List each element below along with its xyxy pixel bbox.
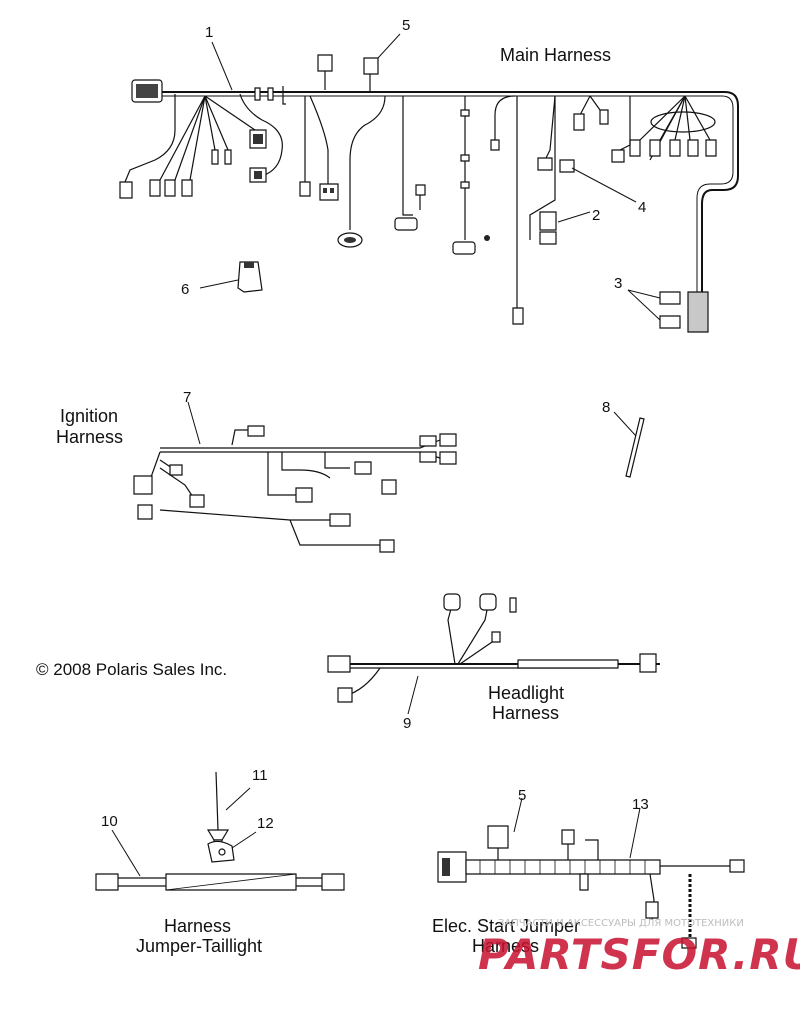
part-item-8 xyxy=(626,418,644,477)
callout-2: 2 xyxy=(592,207,601,224)
leader-12 xyxy=(232,832,256,848)
leader-13 xyxy=(630,808,640,858)
callout-5-elec: 5 xyxy=(518,787,527,804)
elec-start-title-line1: Elec. Start Jumper xyxy=(432,916,581,936)
watermark-tagline: ЗАПЧАСТИ И АКСЕССУАРЫ ДЛЯ МОТОТЕХНИКИ xyxy=(498,918,744,929)
leader-9 xyxy=(408,676,418,714)
copyright-notice: © 2008 Polaris Sales Inc. xyxy=(36,660,228,679)
connector-1a xyxy=(120,182,132,198)
headlight-harness-title-line1: Headlight xyxy=(488,683,565,703)
relay-item-5 xyxy=(318,55,332,71)
main-harness-group xyxy=(120,34,738,332)
main-harness-trunk-inner xyxy=(160,96,733,330)
leader-5b xyxy=(514,798,522,832)
callout-11: 11 xyxy=(252,767,268,784)
headlight-main-connector xyxy=(640,654,656,672)
relay-item-5b xyxy=(488,826,508,848)
part-item-6 xyxy=(238,262,262,292)
callout-6: 6 xyxy=(181,281,190,298)
ignition-harness-group xyxy=(134,402,456,552)
elec-start-title-line2: Harness xyxy=(472,936,540,956)
part-item-11 xyxy=(208,830,228,840)
taillight-jumper-group xyxy=(96,772,344,890)
leader-4 xyxy=(572,168,636,202)
elec-start-convoluted-tube xyxy=(466,860,660,874)
leader-3b xyxy=(628,290,660,320)
ignition-harness-title-line1: Ignition xyxy=(60,406,119,426)
headlight-plug xyxy=(453,242,475,254)
callout-4: 4 xyxy=(638,199,647,216)
ignition-harness-title-line2: Harness xyxy=(56,427,124,447)
headlight-harness-title-line2: Harness xyxy=(492,703,560,723)
leader-1 xyxy=(212,42,232,90)
leader-7 xyxy=(188,402,200,444)
watermark-logo: PARTSFOR.RU xyxy=(478,930,800,979)
leader-6 xyxy=(200,280,238,288)
callout-13: 13 xyxy=(632,796,649,813)
taillight-jumper-title-line2: Jumper-Taillight xyxy=(136,936,263,956)
taillight-jumper-title-line1: Harness xyxy=(164,916,232,936)
main-branch-left-loop xyxy=(125,94,175,182)
leader-2 xyxy=(558,212,590,222)
leader-8 xyxy=(614,412,636,436)
main-harness-title: Main Harness xyxy=(500,45,612,65)
leader-10 xyxy=(112,830,140,876)
callout-10: 10 xyxy=(101,813,118,830)
callout-7: 7 xyxy=(183,389,192,406)
callout-5-main: 5 xyxy=(402,17,411,34)
callout-1: 1 xyxy=(205,24,214,41)
callout-12: 12 xyxy=(257,815,274,832)
connector-item-3 xyxy=(660,292,680,304)
callout-8: 8 xyxy=(602,399,611,416)
leader-11 xyxy=(226,788,250,810)
elec-start-jumper-group xyxy=(438,798,744,948)
callout-9: 9 xyxy=(403,715,412,732)
headlight-harness-group xyxy=(328,594,660,714)
leader-3a xyxy=(628,290,660,298)
leader-5a xyxy=(378,34,400,58)
main-harness-trunk xyxy=(160,92,738,330)
callout-3: 3 xyxy=(614,275,623,292)
